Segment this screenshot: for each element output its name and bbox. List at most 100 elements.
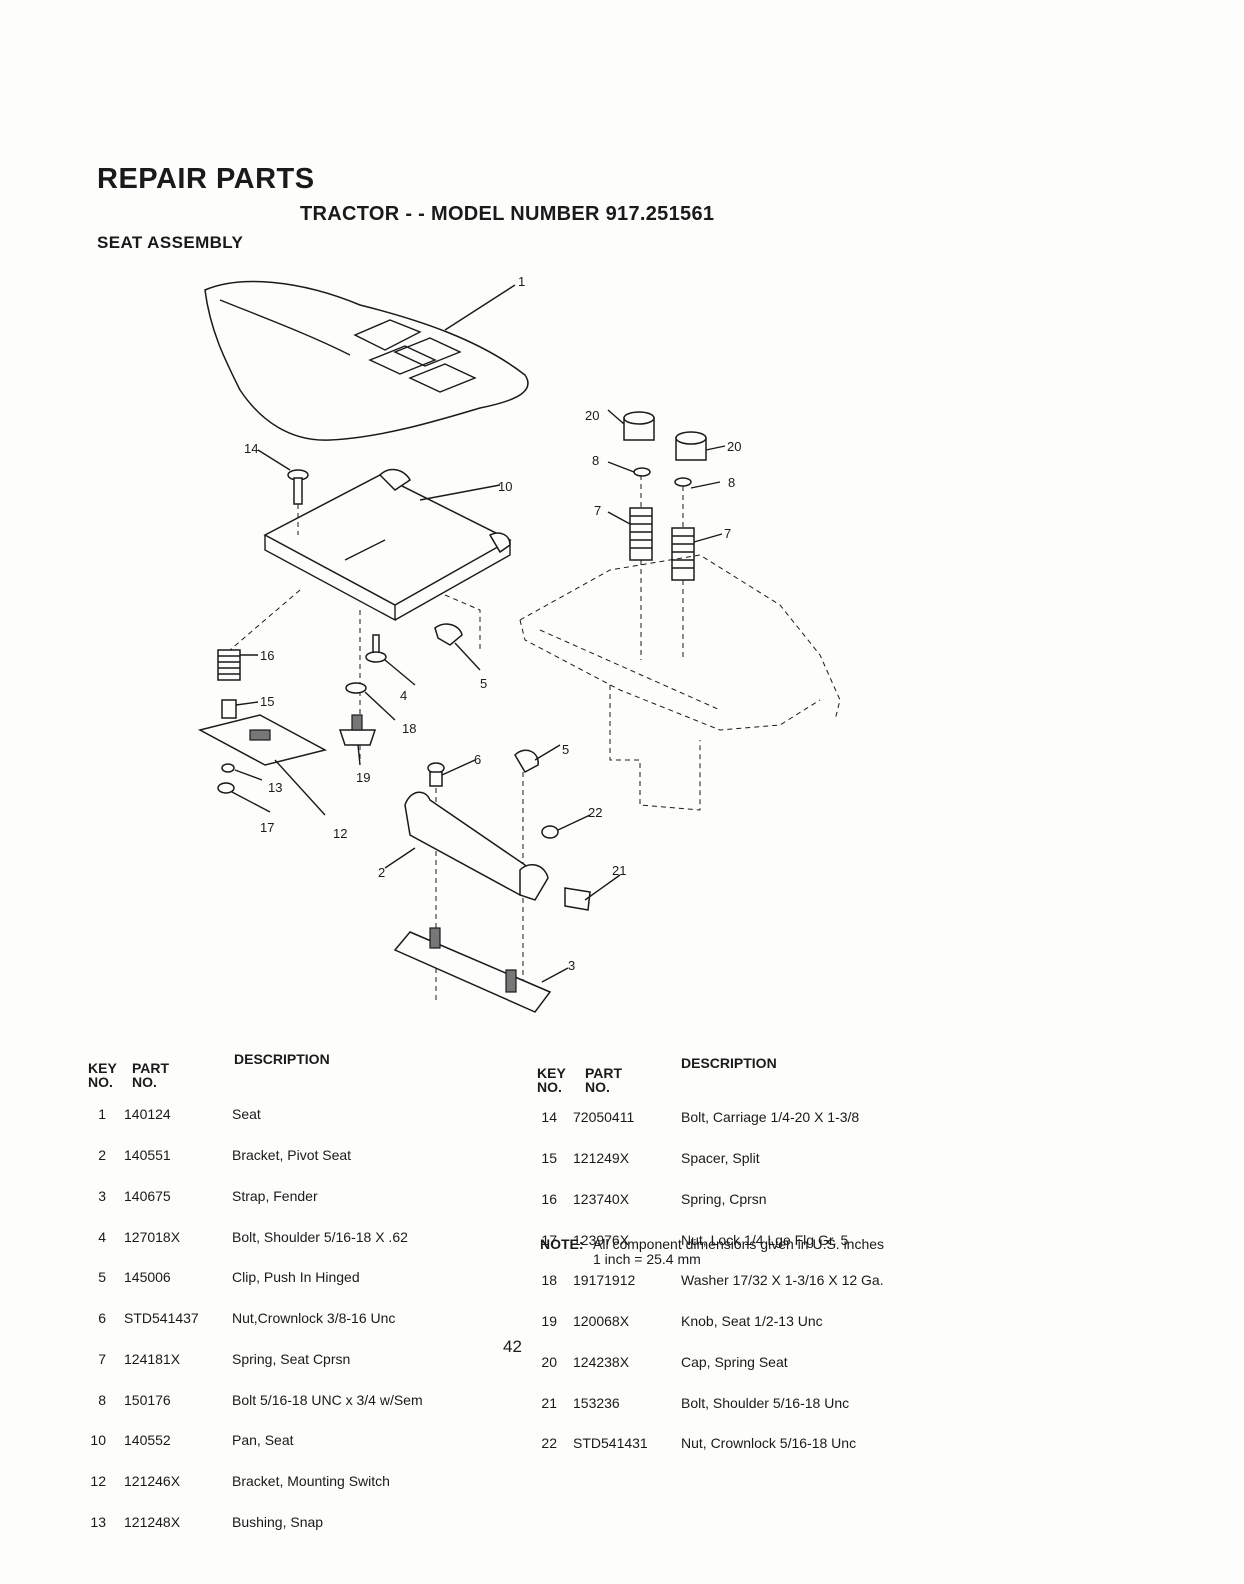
key-cell: 4 xyxy=(98,1228,106,1245)
description-cell: Bracket, Mounting Switch xyxy=(232,1473,390,1490)
description-cell: Spring, Cprsn xyxy=(681,1190,767,1207)
center-lower-parts xyxy=(338,610,416,766)
key-column: 14 15 16 17 18 19 20 21 22 xyxy=(537,1084,557,1478)
callout-14: 14 xyxy=(244,441,258,456)
callout-21: 21 xyxy=(612,863,626,878)
key-cell: 1 xyxy=(98,1106,106,1123)
part-column: 140124 140551 140675 127018X 145006 STD5… xyxy=(124,1081,199,1557)
part-cell: 19171912 xyxy=(573,1272,636,1289)
description-cell: Knob, Seat 1/2-13 Unc xyxy=(681,1313,823,1330)
part-cell: 121249X xyxy=(573,1149,630,1166)
description-cell: Bolt, Carriage 1/4-20 X 1-3/8 xyxy=(681,1109,860,1126)
key-cell: 13 xyxy=(90,1514,106,1530)
callout-7b: 7 xyxy=(724,526,731,541)
description-cell: Bolt 5/16-18 UNC x 3/4 w/Sem xyxy=(232,1391,423,1408)
key-cell: 10 xyxy=(90,1432,106,1449)
part-cell: STD541431 xyxy=(573,1435,648,1452)
seat-part xyxy=(204,280,529,441)
part-cell: 153236 xyxy=(573,1394,620,1411)
key-cell: 6 xyxy=(98,1310,106,1327)
seat-springs-part xyxy=(607,409,726,660)
key-cell: 17 xyxy=(541,1231,557,1248)
description-cell: Spring, Seat Cprsn xyxy=(232,1350,351,1367)
description-cell: Seat xyxy=(232,1106,261,1123)
part-cell: 124238X xyxy=(573,1353,630,1370)
key-cell: 14 xyxy=(541,1109,557,1126)
callout-4: 4 xyxy=(400,688,407,703)
part-cell: 120068X xyxy=(573,1313,630,1330)
callout-5b: 5 xyxy=(562,742,569,757)
note-conversion: 1 inch = 25.4 mm xyxy=(593,1251,701,1267)
key-cell: 22 xyxy=(541,1435,557,1452)
description-cell: Washer 17/32 X 1-3/16 X 12 Ga. xyxy=(681,1272,884,1289)
key-cell: 8 xyxy=(98,1391,106,1408)
description-cell: Nut, Crownlock 5/16-18 Unc xyxy=(681,1435,857,1452)
callout-12: 12 xyxy=(333,826,347,841)
part-cell: 72050411 xyxy=(573,1109,635,1126)
page-title: REPAIR PARTS xyxy=(97,163,315,195)
part-cell: 140675 xyxy=(124,1187,171,1204)
note-label: NOTE: xyxy=(540,1236,584,1252)
fender-outline xyxy=(519,554,841,811)
description-cell: Nut, Lock 1/4 Lge Flg Gr. 5 xyxy=(681,1231,849,1248)
part-column: 72050411 121249X 123740X 123976X 1917191… xyxy=(573,1084,648,1478)
description-cell: Strap, Fender xyxy=(232,1187,318,1204)
callout-1: 1 xyxy=(518,274,525,289)
push-clip-part xyxy=(434,594,481,671)
key-cell: 20 xyxy=(541,1353,557,1370)
callout-22: 22 xyxy=(588,805,602,820)
description-cell: Nut,Crownlock 3/8-16 Unc xyxy=(232,1310,396,1327)
note-text: All component dimensions given in U.S. i… xyxy=(593,1236,885,1252)
page-number: 42 xyxy=(503,1337,522,1356)
part-cell: 121248X xyxy=(124,1514,181,1530)
part-cell: 140552 xyxy=(124,1432,171,1449)
description-cell: Spacer, Split xyxy=(681,1149,760,1166)
key-cell: 7 xyxy=(98,1350,106,1367)
model-subtitle: TRACTOR - - MODEL NUMBER 917.251561 xyxy=(300,203,715,225)
part-cell: 121246X xyxy=(124,1473,181,1490)
key-cell: 18 xyxy=(541,1272,557,1289)
key-cell: 2 xyxy=(98,1146,106,1163)
description-cell: Bolt, Shoulder 5/16-18 X .62 xyxy=(232,1228,408,1245)
seat-assembly-diagram: 1 14 10 20 20 8 8 7 7 16 15 4 5 18 19 13… xyxy=(197,274,841,1013)
key-cell: 3 xyxy=(98,1187,106,1204)
part-cell: 140551 xyxy=(124,1146,171,1163)
header-description: DESCRIPTION xyxy=(681,1055,777,1071)
callout-8a: 8 xyxy=(592,453,599,468)
callout-7a: 7 xyxy=(594,503,601,518)
callout-8b: 8 xyxy=(728,475,735,490)
description-cell: Clip, Push In Hinged xyxy=(232,1269,360,1286)
key-cell: 15 xyxy=(541,1149,557,1166)
callout-5a: 5 xyxy=(480,676,487,691)
part-cell: 123976X xyxy=(573,1231,630,1248)
callout-16: 16 xyxy=(260,648,274,663)
description-cell: Bushing, Snap xyxy=(232,1514,324,1530)
callout-20b: 20 xyxy=(727,439,741,454)
part-cell: 124181X xyxy=(124,1350,181,1367)
description-cell: Bracket, Pivot Seat xyxy=(232,1146,352,1163)
key-cell: 16 xyxy=(541,1190,557,1207)
part-cell: 150176 xyxy=(124,1391,171,1408)
key-cell: 21 xyxy=(541,1394,557,1411)
key-cell: 5 xyxy=(98,1269,106,1286)
callout-10: 10 xyxy=(498,479,512,494)
part-cell: 127018X xyxy=(124,1228,181,1245)
part-cell: STD541437 xyxy=(124,1310,199,1327)
callout-17: 17 xyxy=(260,820,274,835)
part-cell: 145006 xyxy=(124,1269,171,1286)
carriage-bolt-part xyxy=(257,449,309,535)
section-title: SEAT ASSEMBLY xyxy=(97,233,244,252)
header-description: DESCRIPTION xyxy=(234,1051,330,1067)
part-cell: 140124 xyxy=(124,1106,171,1123)
pivot-bracket-part xyxy=(384,744,621,1013)
callout-19: 19 xyxy=(356,770,370,785)
seat-pan-part xyxy=(263,468,512,622)
callout-15: 15 xyxy=(260,694,274,709)
callout-3: 3 xyxy=(568,958,575,973)
description-column: Seat Bracket, Pivot Seat Strap, Fender B… xyxy=(232,1081,423,1557)
